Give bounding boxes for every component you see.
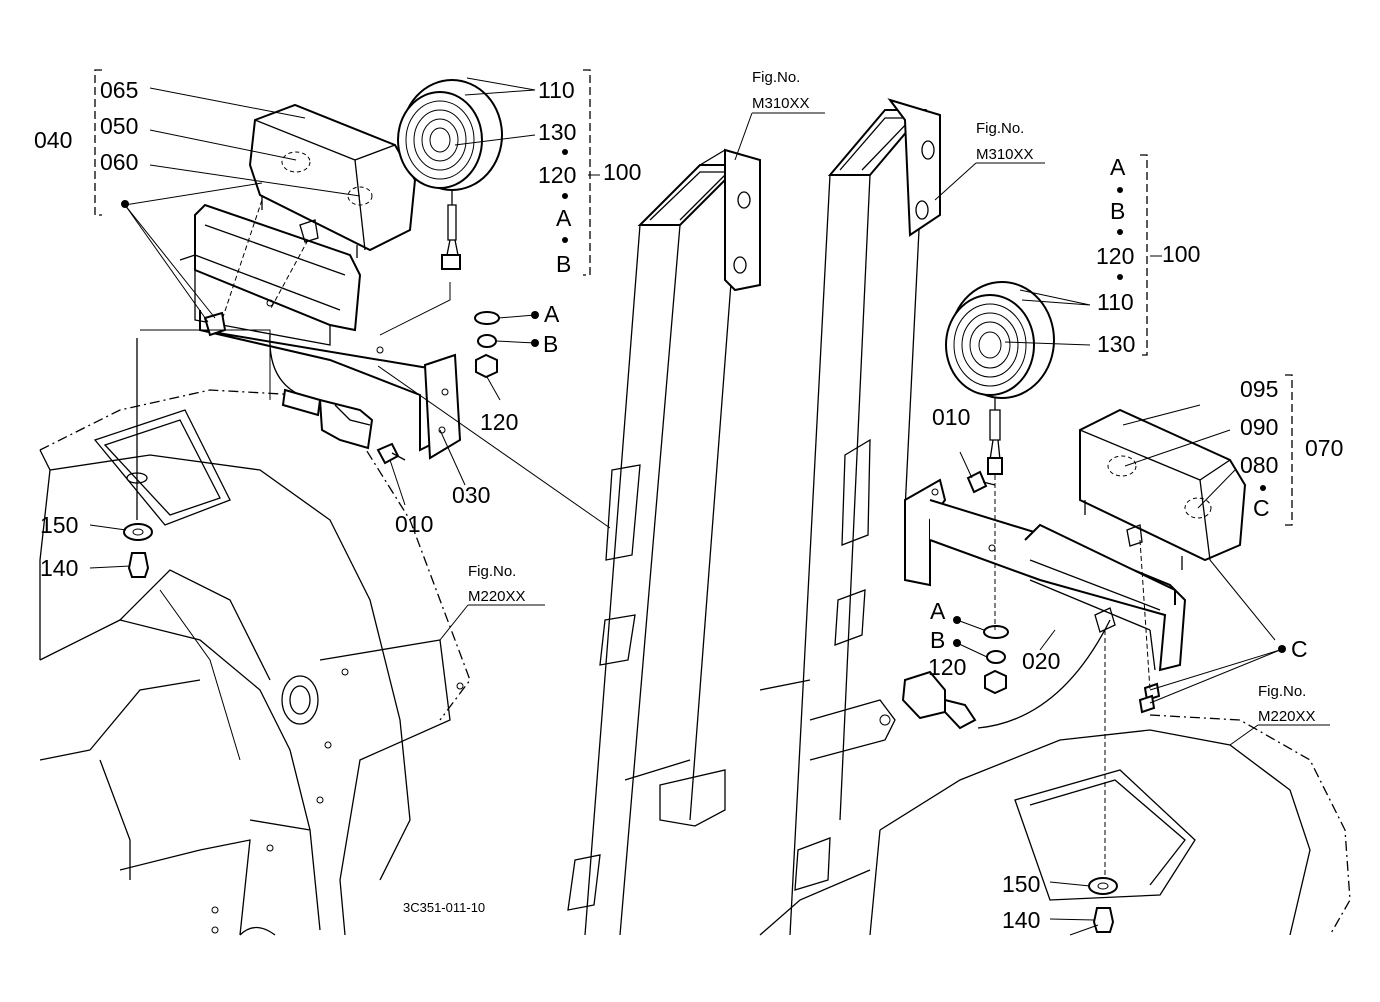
- label-030: 030: [452, 482, 490, 508]
- label-120-right-group: 120: [1096, 243, 1134, 269]
- label-050: 050: [100, 113, 138, 139]
- label-070: 070: [1305, 435, 1343, 461]
- fig-ref-3-title: Fig.No.: [468, 563, 516, 580]
- fig-ref-leaders: [377, 112, 1330, 746]
- label-010-right: 010: [932, 404, 970, 430]
- fig-ref-3-number: M220XX: [468, 588, 526, 605]
- label-A-right-group: A: [1110, 154, 1126, 180]
- label-100-right: 100: [1162, 241, 1200, 267]
- fig-ref-2-title: Fig.No.: [976, 120, 1024, 137]
- label-150-right: 150: [1002, 871, 1040, 897]
- label-B-right-group: B: [1110, 198, 1125, 224]
- label-020: 020: [1022, 648, 1060, 674]
- label-130-left: 130: [538, 119, 576, 145]
- label-060: 060: [100, 149, 138, 175]
- label-080: 080: [1240, 452, 1278, 478]
- label-140-right: 140: [1002, 907, 1040, 933]
- label-110-right: 110: [1097, 289, 1134, 315]
- label-120-left: 120: [480, 409, 518, 435]
- label-110-left: 110: [538, 77, 575, 103]
- label-150-left: 150: [40, 512, 78, 538]
- label-040: 040: [34, 127, 72, 153]
- label-B-left-group: B: [556, 251, 571, 277]
- label-A-left-group: A: [556, 205, 572, 231]
- label-A-left: A: [544, 301, 560, 327]
- label-B-right: B: [930, 627, 945, 653]
- fig-ref-2-number: M310XX: [976, 146, 1034, 163]
- label-095: 095: [1240, 376, 1278, 402]
- label-090: 090: [1240, 414, 1278, 440]
- fig-ref-4-title: Fig.No.: [1258, 683, 1306, 700]
- label-100-left: 100: [603, 159, 641, 185]
- label-B-left: B: [543, 331, 558, 357]
- label-140-left: 140: [40, 555, 78, 581]
- mast-posts: [567, 98, 941, 936]
- label-C-right: C: [1291, 636, 1308, 662]
- left-lamp-assembly: [89, 69, 600, 578]
- label-065: 065: [100, 77, 138, 103]
- label-130-right: 130: [1097, 331, 1135, 357]
- fig-ref-1-title: Fig.No.: [752, 69, 800, 86]
- label-A-right: A: [930, 598, 946, 624]
- label-120-left-group: 120: [538, 162, 576, 188]
- left-fender: [39, 389, 471, 936]
- callout-labels: 065 050 060 040 110 130 120 100 A B A B …: [34, 77, 1343, 933]
- fig-ref-1-number: M310XX: [752, 95, 810, 112]
- label-120-right: 120: [928, 654, 966, 680]
- label-C-right-group: C: [1253, 495, 1270, 521]
- right-fender: [759, 714, 1351, 936]
- label-010-left: 010: [395, 511, 433, 537]
- drawing-code: 3C351-011-10: [403, 900, 485, 915]
- right-lamp-assembly: [901, 154, 1293, 936]
- figure-references: Fig.No. M310XX Fig.No. M310XX Fig.No. M2…: [468, 69, 1316, 725]
- fig-ref-4-number: M220XX: [1258, 708, 1316, 725]
